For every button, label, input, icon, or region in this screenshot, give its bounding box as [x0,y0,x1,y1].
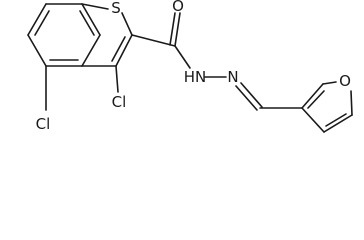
bond-fc5-fc4-inner [325,113,347,127]
bond-fc5-fc4 [323,114,353,133]
bond-o-fc5 [350,90,353,116]
bond-carbonyl-o-double [169,12,176,46]
bond-fc3-fc2 [301,83,324,109]
atom-label-o-carbonyl: O [172,0,184,15]
bond-fc3-fc2-inner [307,90,325,109]
atom-label-o-furan: O [339,72,351,90]
atom-label-nh: HN [184,68,207,86]
bond-n-ch-double [235,85,258,111]
bond-c7a-s [81,3,109,10]
furan-ring [301,81,353,133]
bond-c2-c3 [115,34,133,67]
atom-label-s: S [111,0,121,17]
bond-c3-cl [115,65,119,93]
thiophene-ring [81,3,133,67]
bond-fc2-o [322,81,337,85]
bond-c2-c3-inner [111,36,126,62]
bond-fc4-fc3 [301,107,325,133]
bond-carbonyl-nh [174,45,191,69]
bond-n-ch [240,82,263,108]
bond-c6-c7-inner [79,10,95,36]
atom-label-cl-4: Cl [36,115,51,133]
bond-c2-carbonyl [131,34,176,47]
bond-c4-c5 [27,3,47,36]
bond-s-c2 [121,12,133,36]
bond-c6-c7 [81,3,101,36]
bond-c9-c4 [27,34,47,67]
atom-label-cl-3: Cl [112,93,127,111]
benzene-ring [27,3,101,67]
bond-c7-c8 [81,34,101,67]
structure-diagram: S O HN N Cl Cl O [27,0,353,133]
bond-c4-c5-inner [34,10,50,36]
bond-carbonyl-o [174,12,181,47]
atom-label-n: N [227,68,238,86]
hydrazone-chain [131,12,303,111]
